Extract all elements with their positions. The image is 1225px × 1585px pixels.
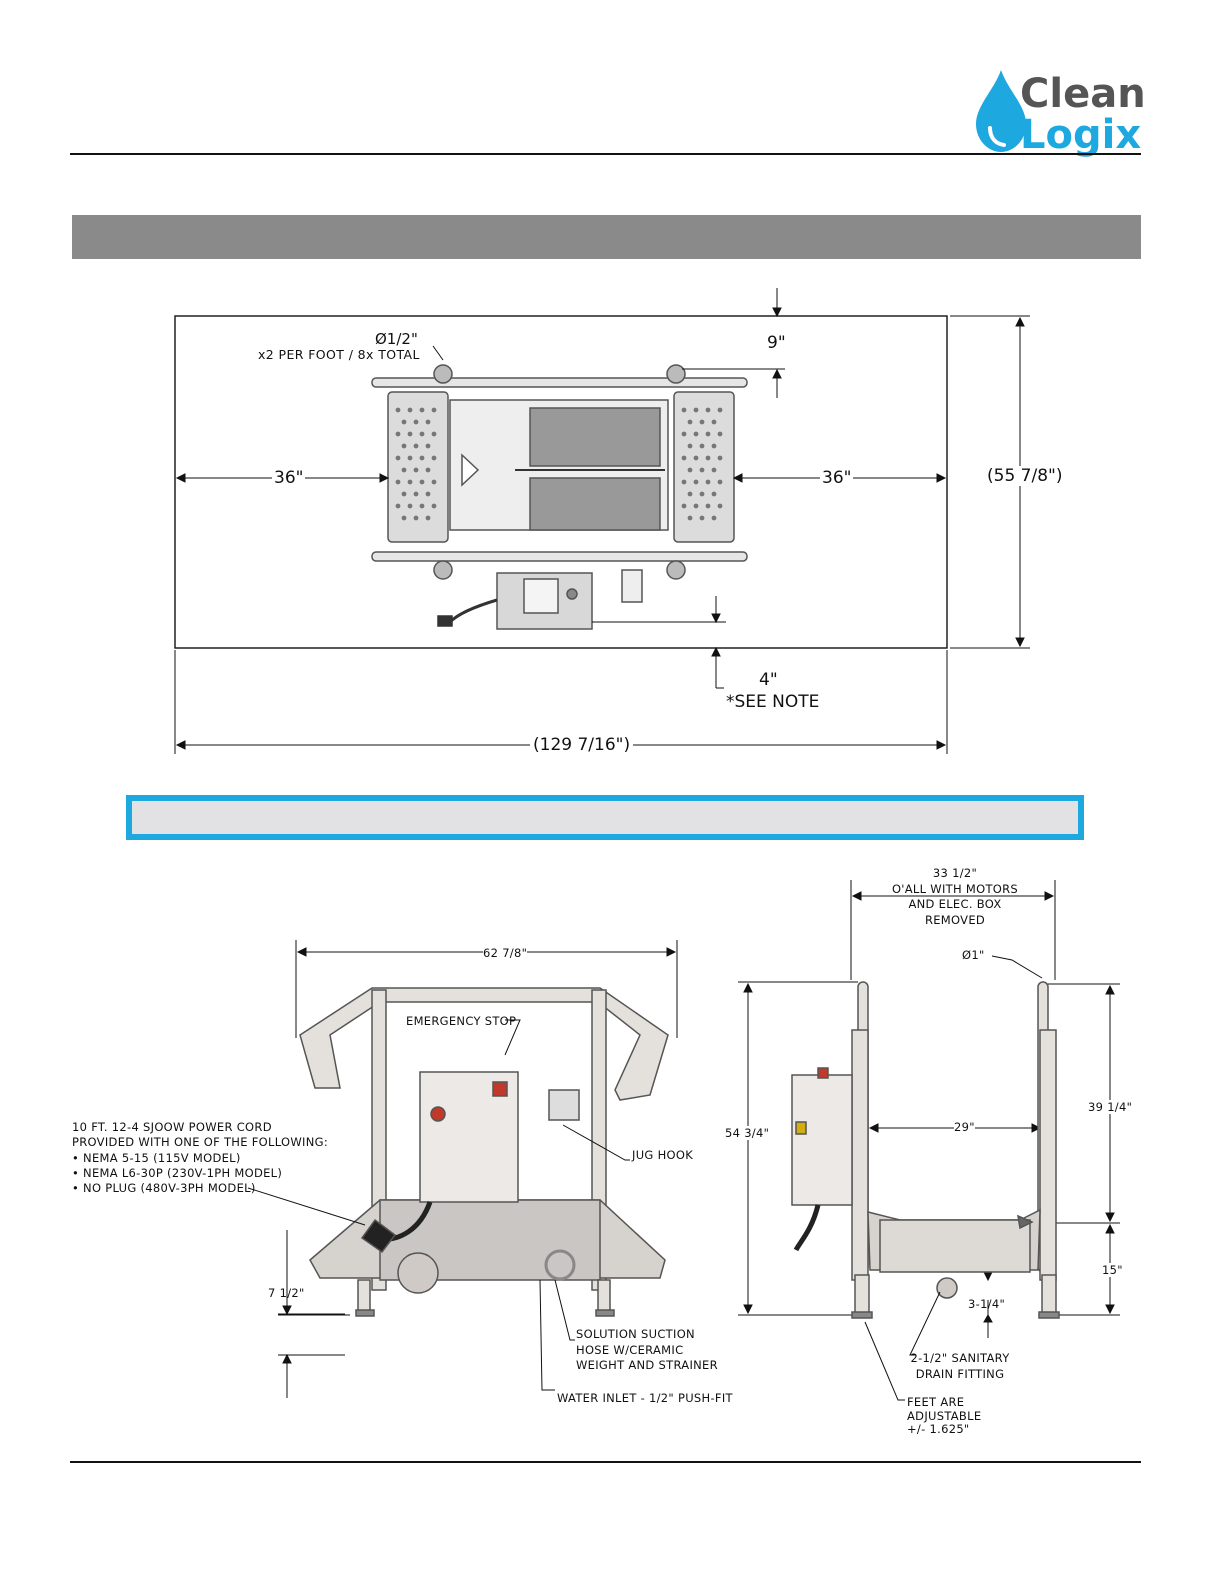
water-inlet-label: WATER INLET - 1/2" PUSH-FIT <box>557 1391 733 1405</box>
feet-note-line: +/- 1.625" <box>907 1422 970 1436</box>
logo-word-clean: Clean <box>1020 71 1146 117</box>
section-band-dimensions <box>126 795 1084 840</box>
feet-note-line: ADJUSTABLE <box>907 1408 982 1423</box>
side-leader-lines <box>864 955 1043 1401</box>
perforations <box>395 407 723 521</box>
front-leader-lines <box>247 1019 630 1391</box>
power-cord-line: • NEMA L6-30P (230V-1PH MODEL) <box>72 1165 283 1180</box>
feet-note-line: FEET ARE <box>907 1395 965 1409</box>
front-machine-body <box>299 987 669 1317</box>
overall-depth-label: (55 7/8") <box>985 466 1065 486</box>
footer-rule <box>70 1461 1141 1463</box>
clearance-left-label: 36" <box>272 468 306 488</box>
see-note-label: *SEE NOTE <box>726 692 820 712</box>
drain-fitting-line: DRAIN FITTING <box>915 1366 1005 1381</box>
footprint-diagram <box>174 288 1030 754</box>
power-cord-line: 10 FT. 12-4 SJOOW POWER CORD <box>72 1120 272 1134</box>
power-cord-line: • NEMA 5-15 (115V MODEL) <box>72 1150 241 1165</box>
clearance-boundary <box>174 315 948 649</box>
power-cord-line: PROVIDED WITH ONE OF THE FOLLOWING: <box>72 1135 329 1150</box>
suction-hose-line: HOSE W/CERAMIC <box>576 1342 684 1357</box>
section-band-footprint <box>72 215 1141 259</box>
overall-length-label: (129 7/16") <box>530 735 634 755</box>
front-view-diagram <box>247 940 678 1398</box>
suction-hose-note: SOLUTION SUCTION HOSE W/CERAMIC WEIGHT A… <box>576 1327 718 1374</box>
side-width-line: REMOVED <box>924 912 986 927</box>
overall-height-label: 54 3/4" <box>725 1126 770 1140</box>
clearance-right-label: 36" <box>820 468 854 488</box>
hole-diameter-label: Ø1/2" <box>375 330 418 348</box>
side-overall-width-note: 33 1/2" O'ALL WITH MOTORS AND ELEC. BOX … <box>860 866 1050 928</box>
front-width-label: 62 7/8" <box>483 946 528 960</box>
lower-height-label: 15" <box>1102 1263 1123 1277</box>
inner-width-label: 29" <box>954 1120 975 1134</box>
power-cord-line: • NO PLUG (480V-3PH MODEL) <box>72 1181 256 1196</box>
suction-hose-line: SOLUTION SUCTION <box>576 1327 695 1341</box>
drain-fitting-line: 2-1/2" SANITARY <box>910 1351 1010 1365</box>
leg-height-label: 7 1/2" <box>268 1286 305 1300</box>
feet-note: FEET ARE ADJUSTABLE +/- 1.625" <box>907 1395 982 1437</box>
machine-top-view <box>371 364 748 630</box>
side-machine-body <box>791 981 1060 1319</box>
drain-height-label: 3-1/4" <box>968 1297 1006 1311</box>
emergency-stop-label: EMERGENCY STOP <box>406 1014 517 1028</box>
drain-fitting-note: 2-1/2" SANITARY DRAIN FITTING <box>910 1351 1010 1382</box>
hole-note-label: x2 PER FOOT / 8x TOTAL <box>258 347 420 362</box>
upper-height-label: 39 1/4" <box>1088 1100 1133 1114</box>
side-view-diagram <box>738 880 1120 1401</box>
side-width-line: 33 1/2" <box>932 866 978 880</box>
clearance-top-label: 9" <box>767 333 786 353</box>
side-width-line: O'ALL WITH MOTORS <box>891 881 1019 896</box>
side-width-line: AND ELEC. BOX <box>908 897 1002 911</box>
logo-word-logix: Logix <box>1020 112 1141 158</box>
jug-hook-label: JUG HOOK <box>632 1148 694 1162</box>
power-cord-note: 10 FT. 12-4 SJOOW POWER CORD PROVIDED WI… <box>72 1120 328 1196</box>
clean-logix-logo: Clean Logix <box>968 62 1148 162</box>
rail-diameter-label: Ø1" <box>962 948 985 962</box>
clearance-bottom-label: 4" <box>759 670 778 690</box>
suction-hose-line: WEIGHT AND STRAINER <box>576 1358 718 1372</box>
header-rule <box>70 153 1141 155</box>
